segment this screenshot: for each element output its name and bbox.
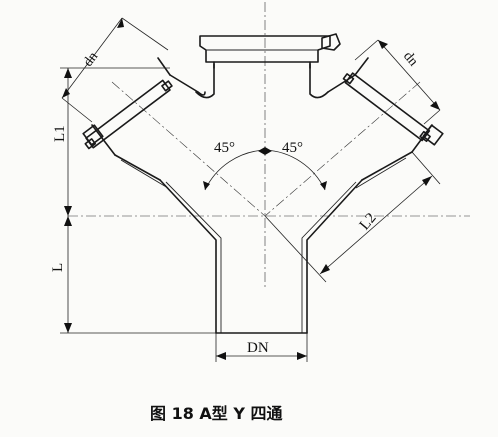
dn-right-dimension: dn	[354, 39, 441, 125]
top-socket	[199, 35, 331, 63]
right-branch-upper-wall	[327, 74, 356, 93]
bottom-pipe-right-wall	[306, 179, 363, 334]
dn-left-dim-line	[61, 17, 123, 99]
L2-label: L2	[357, 210, 380, 233]
right-branch-inner-line	[355, 157, 407, 189]
vertical-dimensions: L1 L	[50, 67, 216, 334]
L1-label: L1	[52, 125, 68, 142]
dn-right-label: dn	[400, 49, 420, 69]
L2-arrow-bottom	[320, 264, 330, 274]
right-flange-lug	[422, 124, 444, 146]
left-branch-lower-wall	[114, 154, 161, 181]
L2-arrow-top	[422, 176, 432, 186]
dn-left-ext-a	[121, 17, 169, 51]
L-label: L	[50, 263, 66, 272]
right-angle-arrow	[320, 181, 327, 190]
dn-right-arrow-a	[378, 40, 388, 49]
DN-arrow-right	[297, 352, 307, 360]
center-angle-arrow-right	[265, 147, 272, 155]
left-flange-ends	[91, 57, 171, 156]
top-neck	[213, 61, 311, 69]
left-branch-inner-line	[120, 159, 169, 189]
DN-dimension: DN	[215, 333, 308, 362]
left-branch-centerline	[111, 81, 266, 217]
fitting-body	[82, 33, 444, 334]
bottom-pipe-left-wall	[159, 179, 217, 334]
dn-left-ext-b	[61, 97, 93, 123]
left-flange	[84, 79, 173, 150]
dn-left-dimension: dn	[61, 17, 169, 123]
right-branch-centerline	[264, 81, 421, 217]
left-branch-upper-wall	[169, 74, 206, 96]
centerlines	[68, 2, 470, 290]
top-socket-lug	[321, 33, 341, 51]
bottom-pipe-right-inner	[301, 181, 357, 333]
left-flange-bolt-b	[161, 80, 173, 92]
right-crotch	[309, 63, 329, 99]
L2-ext-top	[411, 151, 441, 185]
L1-arrow-bottom	[64, 206, 72, 216]
right-flange	[342, 72, 431, 143]
right-flange-bolt-b	[419, 130, 431, 143]
dn-left-label: dn	[81, 49, 101, 69]
left-angle-arrow	[203, 181, 210, 190]
angle-annotation: 45° 45°	[203, 140, 327, 191]
dn-left-arrow-a	[117, 18, 124, 28]
dn-left-arrow-b	[62, 88, 70, 98]
figure-caption: 图 18 A型 Y 四通	[150, 404, 283, 423]
L2-ext-bottom	[264, 215, 327, 283]
DN-arrow-left	[216, 352, 226, 360]
right-flange-bolt-a	[342, 73, 355, 85]
bottom-pipe-left-inner	[165, 181, 222, 333]
dn-right-arrow-b	[430, 101, 440, 110]
L2-dimension: L2	[264, 151, 441, 283]
right-flange-plate	[344, 72, 431, 142]
L-arrow-top	[64, 216, 72, 226]
right-branch-lower-wall	[361, 151, 413, 181]
angle-right-label: 45°	[282, 140, 303, 156]
DN-label: DN	[247, 340, 269, 356]
left-flange-lug	[82, 124, 104, 146]
L2-dim-line	[319, 175, 433, 275]
left-crotch	[195, 63, 215, 99]
right-flange-ends	[354, 57, 433, 153]
L1-arrow-top	[64, 68, 72, 78]
left-flange-plate	[85, 79, 171, 149]
right-angle-arc	[264, 149, 326, 191]
dn-right-ext-a	[354, 39, 379, 61]
left-angle-arc	[204, 149, 266, 191]
dn-right-dim-line	[377, 39, 441, 111]
L-arrow-bottom	[64, 323, 72, 333]
angle-left-label: 45°	[214, 140, 235, 156]
dn-right-ext-b	[423, 109, 441, 125]
center-angle-arrow-left	[258, 147, 265, 155]
